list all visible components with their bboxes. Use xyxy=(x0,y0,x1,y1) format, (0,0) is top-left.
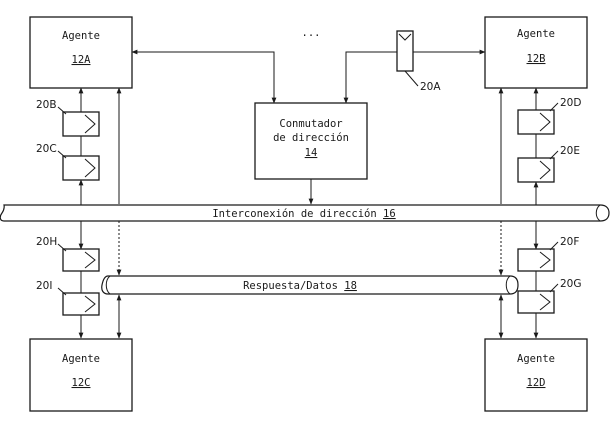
more-agents-ellipsis: ... xyxy=(302,27,321,39)
port-20B-leader xyxy=(57,106,67,115)
port-20F xyxy=(517,248,555,272)
switch-label-line1: Conmutador xyxy=(279,118,342,130)
port-20G-label: 20G xyxy=(560,278,582,290)
response-bus-name: Respuesta/Datos xyxy=(243,280,338,292)
address-bus-name: Interconexión de dirección xyxy=(212,208,376,220)
port-20A-label: 20A xyxy=(420,81,441,93)
port-20I xyxy=(62,292,100,316)
link-12B-switch xyxy=(343,49,486,104)
port-20E-leader xyxy=(549,150,559,160)
port-20F-leader xyxy=(549,241,559,251)
response-data-bus: Respuesta/Datos 18 xyxy=(101,275,519,295)
port-20G-leader xyxy=(549,283,559,293)
port-20C xyxy=(62,155,100,181)
agent-12A-title: Agente xyxy=(62,30,100,42)
agent-12C-title: Agente xyxy=(62,353,100,365)
port-20A-leader xyxy=(404,70,419,87)
agent-12A: Agente 12A xyxy=(29,16,133,89)
address-bus-label: Interconexión de dirección 16 xyxy=(212,208,395,220)
port-20I-leader xyxy=(57,287,67,296)
agent-12D-ref: 12D xyxy=(527,377,546,389)
agent-12C: Agente 12C xyxy=(29,338,133,412)
address-bus-ref: 16 xyxy=(383,208,396,220)
port-20E xyxy=(517,157,555,183)
port-20C-leader xyxy=(57,150,67,159)
port-20H-label: 20H xyxy=(36,236,57,248)
switch-label-line2: de dirección xyxy=(273,132,349,144)
response-bus-label: Respuesta/Datos 18 xyxy=(243,280,357,292)
port-20G xyxy=(517,290,555,314)
port-20I-label: 20I xyxy=(36,280,52,292)
port-20E-label: 20E xyxy=(560,145,580,157)
port-20A xyxy=(396,30,414,72)
port-20B xyxy=(62,111,100,137)
agent-12D: Agente 12D xyxy=(484,338,588,412)
agent-12A-ref: 12A xyxy=(72,54,92,66)
agent-12B-title: Agente xyxy=(517,28,555,40)
port-20B-label: 20B xyxy=(36,99,57,111)
agent-12C-ref: 12C xyxy=(72,377,91,389)
port-20D-leader xyxy=(549,102,559,112)
port-20C-label: 20C xyxy=(36,143,57,155)
agent-12B: Agente 12B xyxy=(484,16,588,89)
response-bus-ref: 18 xyxy=(344,280,357,292)
link-12A-switch xyxy=(131,49,277,104)
port-20D xyxy=(517,109,555,135)
port-20F-label: 20F xyxy=(560,236,579,248)
agent-12B-ref: 12B xyxy=(527,53,546,65)
address-switch-14: Conmutador de dirección 14 xyxy=(254,102,368,180)
agent-12D-title: Agente xyxy=(517,353,555,365)
port-20H xyxy=(62,248,100,272)
port-20D-label: 20D xyxy=(560,97,581,109)
switch-ref: 14 xyxy=(305,147,318,159)
address-interconnect-bus: Interconexión de dirección 16 xyxy=(0,204,610,222)
port-20H-leader xyxy=(57,243,67,252)
